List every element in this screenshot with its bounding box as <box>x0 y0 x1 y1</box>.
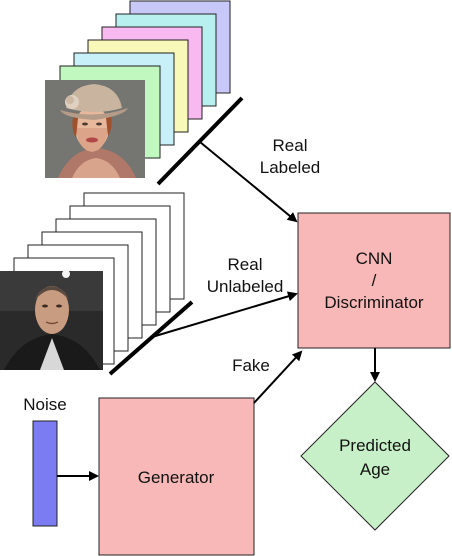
real-labeled-label-line1: Real <box>273 136 308 155</box>
predicted-age-label-line2: Age <box>360 460 390 479</box>
predicted-age-label-line1: Predicted <box>339 436 411 455</box>
arrow-unlabeled-to-discriminator <box>151 291 298 338</box>
fake-label: Fake <box>232 356 270 375</box>
real-unlabeled-label-line2: Unlabeled <box>207 277 284 296</box>
real-unlabeled-label-line1: Real <box>228 255 263 274</box>
discriminator-box <box>297 212 451 349</box>
discriminator-label-line1: CNN <box>356 249 393 268</box>
noise-label: Noise <box>23 395 66 414</box>
unlabeled-stack-bar <box>108 300 194 376</box>
discriminator-label-line3: Discriminator <box>324 293 424 312</box>
discriminator-label-line2: / <box>372 271 377 290</box>
man-portrait-photo <box>0 270 103 370</box>
predicted-age-diamond <box>300 381 450 531</box>
woman-in-hat-photo <box>45 80 145 178</box>
noise-vector <box>32 420 58 527</box>
real-labeled-label-line2: Labeled <box>260 158 321 177</box>
arrow-fake-to-discriminator <box>253 350 303 404</box>
generator-box <box>98 397 255 556</box>
generator-label: Generator <box>138 468 215 487</box>
arrow-labeled-to-discriminator <box>199 141 298 223</box>
labeled-stack-bar <box>156 96 244 186</box>
